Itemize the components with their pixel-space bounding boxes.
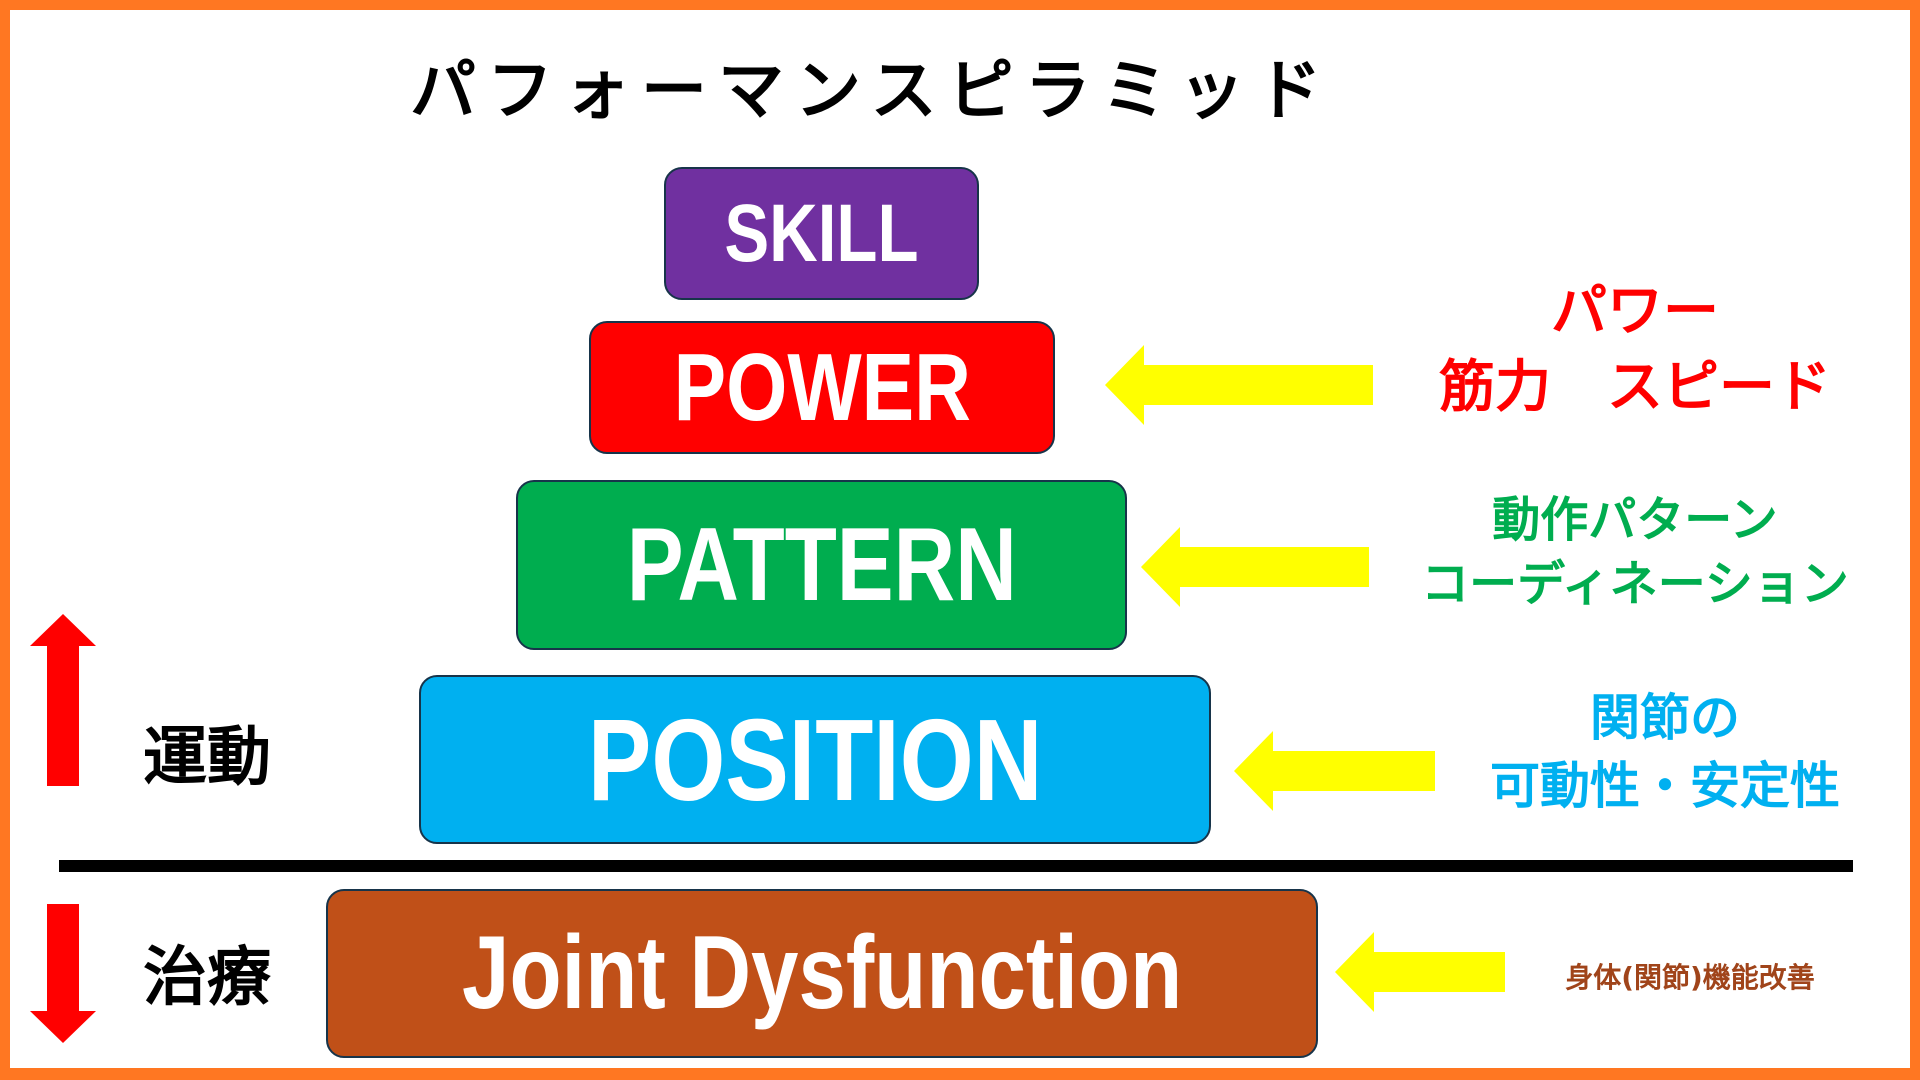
pattern-description-line: 動作パターン (1492, 492, 1778, 548)
power-description: パワー 筋力 スピード (1390, 274, 1880, 426)
tier-joint-dysfunction-label: Joint Dysfunction (461, 915, 1183, 1031)
diagram-title: パフォーマンスピラミッド (410, 52, 1333, 129)
up-arrow-icon (30, 614, 96, 786)
position-pointer-arrow-icon (1234, 731, 1435, 811)
pattern-description-line: コーディネーション (1421, 556, 1849, 612)
tier-skill-label: SKILL (724, 187, 919, 279)
position-description-line: 可動性・安定性 (1490, 757, 1840, 815)
exercise-treatment-divider (59, 860, 1853, 872)
tier-power-label: POWER (673, 333, 971, 441)
joint-pointer-arrow-icon (1335, 932, 1505, 1012)
pattern-description: 動作パターン コーディネーション (1380, 488, 1890, 616)
tier-skill: SKILL (664, 167, 979, 300)
tier-pattern-label: PATTERN (626, 506, 1017, 623)
tier-joint-dysfunction: Joint Dysfunction (326, 889, 1318, 1058)
tier-power: POWER (589, 321, 1055, 454)
treatment-label: 治療 (143, 941, 271, 1015)
power-description-line: パワー (1551, 279, 1719, 344)
joint-description: 身体(関節)機能改善 (1520, 958, 1860, 998)
tier-position-label: POSITION (587, 694, 1043, 825)
pattern-pointer-arrow-icon (1141, 527, 1369, 607)
position-description-line: 関節の (1590, 689, 1740, 747)
joint-description-line: 身体(関節)機能改善 (1565, 961, 1815, 994)
tier-position: POSITION (419, 675, 1211, 844)
down-arrow-icon (30, 904, 96, 1043)
position-description: 関節の 可動性・安定性 (1440, 684, 1890, 820)
tier-pattern: PATTERN (516, 480, 1127, 650)
power-pointer-arrow-icon (1105, 345, 1373, 425)
exercise-label: 運動 (143, 721, 271, 795)
power-description-line: 筋力 スピード (1439, 355, 1831, 420)
